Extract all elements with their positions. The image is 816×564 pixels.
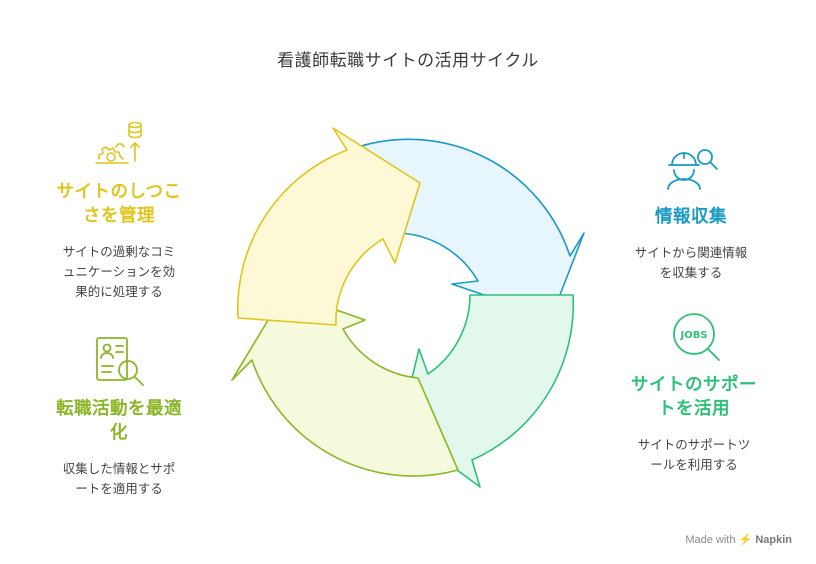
step-manage: サイトのしつこ さを管理 サイトの過剰なコミ ュニケーションを効 果的に処理する (36, 180, 202, 302)
desc-line: を収集する (659, 265, 723, 280)
gear-database-icon (95, 121, 142, 164)
cycle-arrow-manage (236, 127, 421, 326)
napkin-logo-icon: ⚡ (738, 534, 753, 546)
step-info: 情報収集 サイトから関連情報 を収集する (606, 205, 776, 283)
heading-line: さを管理 (83, 206, 155, 226)
heading-line: 転職活動を最適 (56, 399, 182, 419)
step-tools-heading: サイトのサポー トを活用 (606, 373, 782, 421)
step-manage-heading: サイトのしつこ さを管理 (36, 180, 202, 228)
desc-line: ールを利用する (650, 457, 738, 472)
desc-line: サイトから関連情報 (634, 245, 748, 260)
step-manage-desc: サイトの過剰なコミ ュニケーションを効 果的に処理する (36, 242, 202, 302)
desc-line: ュニケーションを効 (62, 264, 176, 279)
desc-line: 収集した情報とサポ (62, 461, 176, 476)
heading-line: サイトのしつこ (56, 182, 182, 202)
desc-line: サイトのサポートツ (637, 437, 751, 452)
cycle-arrow-optimize (231, 291, 459, 477)
step-info-desc: サイトから関連情報 を収集する (606, 243, 776, 283)
step-optimize: 転職活動を最適 化 収集した情報とサポ ートを適用する (36, 397, 202, 499)
napkin-brand: Napkin (755, 534, 792, 546)
heading-line: 化 (110, 423, 128, 443)
step-info-heading: 情報収集 (655, 207, 727, 227)
step-optimize-desc: 収集した情報とサポ ートを適用する (36, 459, 202, 499)
page-title: 看護師転職サイトの活用サイクル (277, 51, 539, 71)
heading-line: トを活用 (658, 399, 730, 419)
step-optimize-heading: 転職活動を最適 化 (36, 397, 202, 445)
made-with-label: Made with (685, 534, 736, 546)
step-tools: サイトのサポー トを活用 サイトのサポートツ ールを利用する (606, 373, 782, 475)
desc-line: ートを適用する (75, 481, 163, 496)
desc-line: 果的に処理する (75, 284, 163, 299)
jobs-search-icon: JOBS (673, 313, 720, 361)
worker-search-icon (667, 149, 718, 190)
svg-text:JOBS: JOBS (679, 330, 707, 341)
resume-search-icon (96, 337, 144, 386)
desc-line: サイトの過剰なコミ (62, 244, 176, 259)
step-tools-desc: サイトのサポートツ ールを利用する (606, 435, 782, 475)
made-with-napkin[interactable]: Made with ⚡ Napkin (685, 533, 792, 546)
heading-line: サイトのサポー (631, 375, 757, 395)
